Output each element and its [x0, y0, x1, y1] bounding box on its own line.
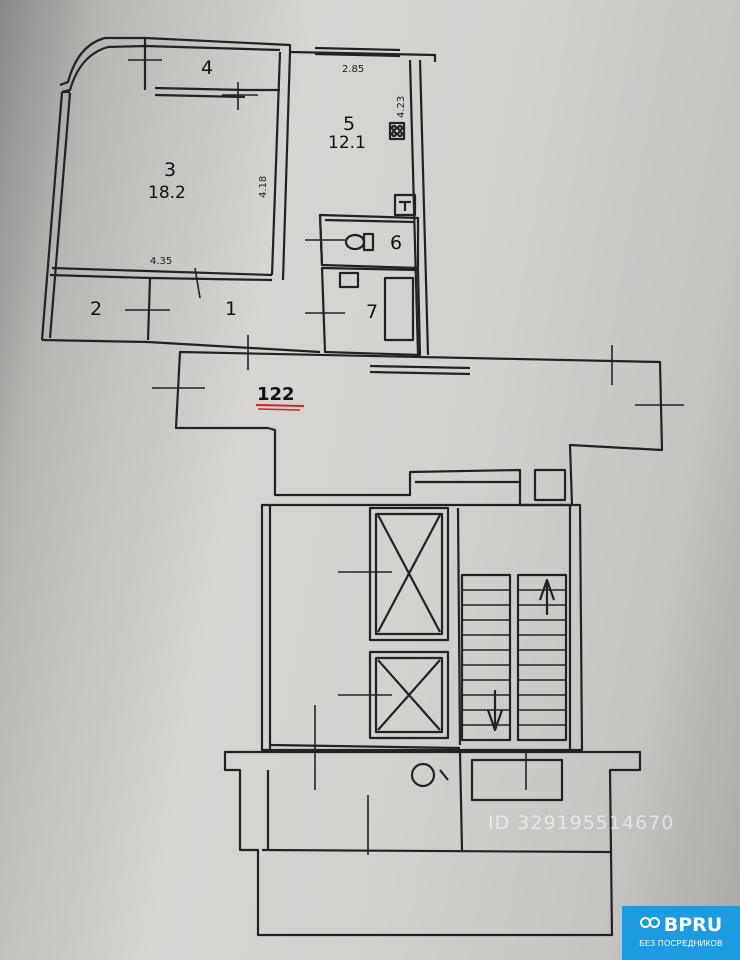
- brand-name: BPRU: [663, 914, 723, 936]
- room-3-area: 18.2: [148, 183, 186, 203]
- dimension-room-3-width: 4.35: [150, 256, 172, 267]
- brand-badge: BPRU БЕЗ ПОСРЕДНИКОВ: [622, 906, 740, 960]
- brand-tagline: БЕЗ ПОСРЕДНИКОВ: [639, 939, 723, 948]
- people-icon: [639, 917, 660, 933]
- room-4-number: 4: [201, 57, 213, 79]
- room-7-number: 7: [366, 301, 378, 323]
- dimension-room-3-depth: 4.18: [258, 176, 269, 198]
- room-6-number: 6: [390, 232, 402, 254]
- room-3-number: 3: [164, 159, 176, 181]
- dimension-room-5-depth: 4.23: [396, 96, 407, 118]
- room-5-area: 12.1: [328, 133, 366, 153]
- room-2-number: 2: [90, 298, 102, 320]
- apartment-number: 122: [257, 384, 295, 405]
- room-5-number: 5: [343, 113, 355, 135]
- room-1-number: 1: [225, 298, 237, 320]
- listing-watermark: ID 329195514670: [488, 812, 675, 834]
- dimension-top-width: 2.85: [342, 64, 364, 75]
- balcony-outline: [59, 36, 437, 87]
